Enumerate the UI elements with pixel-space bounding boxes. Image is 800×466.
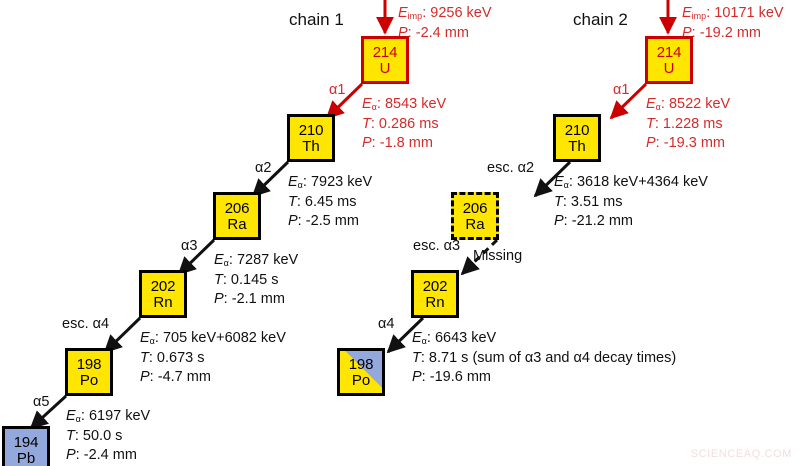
nuclide-symbol: Pb	[16, 449, 36, 466]
alpha-label-c1-a4: esc. α4	[62, 316, 110, 332]
decay-position: P: -21.2 mm	[554, 213, 633, 229]
alpha-label-c1-a1: α1	[329, 82, 346, 98]
nuclide-box-c2-214U[interactable]: 214 U	[645, 36, 693, 84]
decay-info-c2-a2: Eα: 3618 keV+4364 keV T: 3.51 ms P: -21.…	[554, 173, 708, 231]
decay-position: P: -2.5 mm	[288, 213, 359, 229]
decay-position: P: -1.8 mm	[362, 135, 433, 151]
nuclide-box-c1-206Ra[interactable]: 206 Ra	[213, 192, 261, 240]
missing-label-c2: Missing	[473, 248, 523, 264]
nuclide-mass: 194	[13, 433, 39, 451]
decay-energy: Eα: 705 keV+6082 keV	[140, 330, 286, 346]
alpha-label-c2-a4: α4	[378, 316, 395, 332]
decay-position: P: -2.1 mm	[214, 291, 285, 307]
nuclide-mass: 198	[348, 355, 374, 373]
nuclide-mass: 210	[564, 121, 590, 139]
decay-position: P: -4.7 mm	[140, 369, 211, 385]
alpha-label-c2-a3: esc. α3	[413, 238, 461, 254]
decay-time: T: 8.71 s (sum of α3 and α4 decay times)	[412, 350, 677, 366]
nuclide-symbol: U	[663, 59, 675, 77]
nuclide-box-c1-214U[interactable]: 214 U	[361, 36, 409, 84]
decay-time: T: 50.0 s	[66, 428, 123, 444]
decay-info-c1-a3: Eα: 7287 keV T: 0.145 s P: -2.1 mm	[214, 251, 298, 309]
nuclide-box-c1-202Rn[interactable]: 202 Rn	[139, 270, 187, 318]
nuclide-mass: 214	[372, 43, 398, 61]
decay-info-c2-a1: Eα: 8522 keV T: 1.228 ms P: -19.3 mm	[646, 95, 730, 153]
chain-title-2: chain 2	[573, 10, 628, 29]
decay-info-c1-a4: Eα: 705 keV+6082 keV T: 0.673 s P: -4.7 …	[140, 329, 286, 387]
nuclide-mass: 214	[656, 43, 682, 61]
decay-info-c2-a4: Eα: 6643 keV T: 8.71 s (sum of α3 and α4…	[412, 329, 676, 387]
alpha-label-c1-a5: α5	[33, 394, 50, 410]
nuclide-box-c2-210Th[interactable]: 210 Th	[553, 114, 601, 162]
decay-energy: Eα: 8543 keV	[362, 96, 447, 112]
decay-energy: Eα: 8522 keV	[646, 96, 731, 112]
alpha-label-c2-a1: α1	[613, 82, 630, 98]
implantation-position-chain1: P: -2.4 mm	[398, 25, 469, 41]
nuclide-symbol: U	[379, 59, 391, 77]
implantation-info-chain1: Eimp: 9256 keV P: -2.4 mm	[398, 4, 492, 43]
nuclide-mass: 206	[224, 199, 250, 217]
decay-energy: Eα: 7287 keV	[214, 252, 299, 268]
nuclide-mass: 202	[150, 277, 176, 295]
decay-time: T: 0.673 s	[140, 350, 205, 366]
decay-time: T: 0.145 s	[214, 272, 279, 288]
nuclide-symbol: Po	[79, 371, 99, 389]
decay-position: P: -19.6 mm	[412, 369, 491, 385]
decay-time: T: 3.51 ms	[554, 194, 623, 210]
decay-time: T: 1.228 ms	[646, 116, 723, 132]
decay-info-c1-a5: Eα: 6197 keV T: 50.0 s P: -2.4 mm	[66, 407, 150, 465]
decay-energy: Eα: 3618 keV+4364 keV	[554, 174, 708, 190]
decay-energy: Eα: 7923 keV	[288, 174, 373, 190]
nuclide-mass: 210	[298, 121, 324, 139]
decay-info-c1-a2: Eα: 7923 keV T: 6.45 ms P: -2.5 mm	[288, 173, 372, 231]
decay-energy: Eα: 6197 keV	[66, 408, 151, 424]
decay-time: T: 6.45 ms	[288, 194, 357, 210]
decay-energy: Eα: 6643 keV	[412, 330, 497, 346]
nuclide-box-c2-202Rn[interactable]: 202 Rn	[411, 270, 459, 318]
implantation-energy-chain2: Eimp: 10171 keV	[682, 5, 784, 21]
nuclide-symbol: Th	[568, 137, 586, 155]
nuclide-symbol: Th	[302, 137, 320, 155]
alpha-label-c1-a3: α3	[181, 238, 198, 254]
implantation-position-chain2: P: -19.2 mm	[682, 25, 761, 41]
alpha-label-c2-a2: esc. α2	[487, 160, 535, 176]
decay-position: P: -19.3 mm	[646, 135, 725, 151]
nuclide-symbol: Rn	[153, 293, 173, 311]
nuclide-symbol: Po	[351, 371, 371, 389]
nuclide-box-c2-206Ra-missing[interactable]: 206 Ra	[451, 192, 499, 240]
implantation-info-chain2: Eimp: 10171 keV P: -19.2 mm	[682, 4, 784, 43]
nuclide-mass: 206	[462, 199, 488, 217]
decay-position: P: -2.4 mm	[66, 447, 137, 463]
nuclide-box-c2-198Po[interactable]: 198 Po	[337, 348, 385, 396]
nuclide-mass: 198	[76, 355, 102, 373]
nuclide-symbol: Ra	[227, 215, 247, 233]
nuclide-box-c1-210Th[interactable]: 210 Th	[287, 114, 335, 162]
watermark: SCIENCEAQ.COM	[690, 448, 792, 460]
nuclide-symbol: Rn	[425, 293, 445, 311]
alpha-arrow-c1-a4	[103, 316, 142, 354]
nuclide-mass: 202	[422, 277, 448, 295]
nuclide-symbol: Ra	[465, 215, 485, 233]
alpha-label-c1-a2: α2	[255, 160, 272, 176]
nuclide-box-c1-198Po[interactable]: 198 Po	[65, 348, 113, 396]
chain-title-1: chain 1	[289, 10, 344, 29]
decay-info-c1-a1: Eα: 8543 keV T: 0.286 ms P: -1.8 mm	[362, 95, 446, 153]
decay-time: T: 0.286 ms	[362, 116, 439, 132]
implantation-energy-chain1: Eimp: 9256 keV	[398, 5, 492, 21]
nuclide-box-c1-194Pb[interactable]: 194 Pb	[2, 426, 50, 466]
